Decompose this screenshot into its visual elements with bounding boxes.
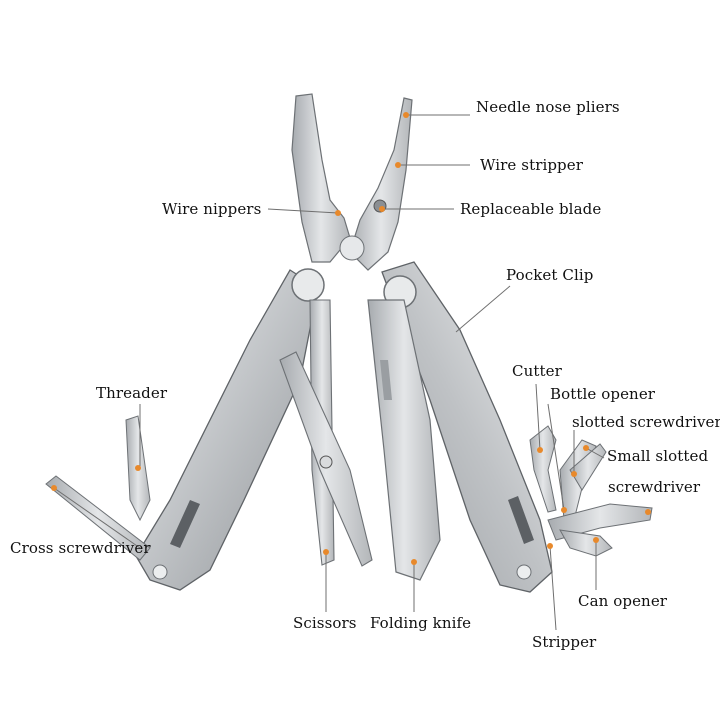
leader-pocket-clip — [455, 285, 511, 333]
dot-cross-screwdriver — [51, 485, 57, 491]
label-screwdriver: screwdriver — [608, 478, 701, 496]
dot-wire-nippers — [335, 210, 341, 216]
label-pocket-clip: Pocket Clip — [506, 266, 594, 284]
label-wire-stripper: Wire stripper — [480, 156, 584, 174]
leader-bottle-opener — [547, 403, 565, 511]
can-opener-tool — [559, 529, 613, 557]
leader-cross-screwdriver — [53, 487, 141, 549]
leader-small-slotted — [585, 447, 605, 459]
leader-wire-nippers — [267, 208, 339, 214]
left-handle-slot — [170, 500, 200, 548]
dot-scissors — [323, 549, 329, 555]
dot-stripper — [547, 543, 553, 549]
dot-slotted — [571, 471, 577, 477]
label-wire-nippers: Wire nippers — [162, 200, 262, 218]
dot-threader — [135, 465, 141, 471]
dot-folding-knife — [411, 559, 417, 565]
dot-replaceable-blade — [379, 206, 385, 212]
label-can-opener: Can opener — [578, 592, 668, 610]
label-small-slotted: Small slotted — [607, 447, 709, 465]
dot-wire-stripper — [395, 162, 401, 168]
label-replaceable-blade: Replaceable blade — [460, 200, 602, 218]
label-slotted-screwdriver: slotted screwdriver — [572, 413, 720, 431]
right-handle-rivet — [516, 564, 532, 580]
label-needle-nose-pliers: Needle nose pliers — [476, 98, 620, 116]
slotted-screwdriver-tool — [569, 443, 607, 491]
dot-bottle-opener — [561, 507, 567, 513]
label-folding-knife: Folding knife — [370, 614, 472, 632]
dot-needle-nose — [403, 112, 409, 118]
cross-screwdriver-blade — [45, 475, 151, 561]
label-cutter: Cutter — [512, 362, 562, 380]
left-jaw — [291, 93, 351, 263]
label-stripper: Stripper — [532, 633, 597, 651]
pivot-main — [339, 235, 365, 261]
left-handle — [135, 269, 319, 591]
leader-stripper — [549, 545, 557, 631]
dot-cutter — [537, 447, 543, 453]
leader-lines — [53, 114, 605, 631]
cutter-tool — [529, 425, 557, 513]
dot-can-opener — [593, 537, 599, 543]
dot-small-slotted — [583, 445, 589, 451]
label-threader: Threader — [96, 384, 168, 402]
marker-dots — [51, 112, 651, 565]
left-pivot — [291, 268, 325, 302]
leader-cutter — [535, 383, 541, 451]
right-handle-slot — [508, 496, 534, 544]
small-slotted-screwdriver-tool — [547, 503, 653, 541]
label-bottle-opener: Bottle opener — [550, 385, 656, 403]
dot-screwdriver — [645, 509, 651, 515]
right-jaw — [349, 97, 413, 271]
label-scissors: Scissors — [293, 614, 357, 632]
scissors-pivot — [319, 455, 333, 469]
knife-nail-groove — [380, 360, 392, 400]
left-handle-rivet — [152, 564, 168, 580]
label-cross-screwdriver: Cross screwdriver — [10, 539, 151, 557]
